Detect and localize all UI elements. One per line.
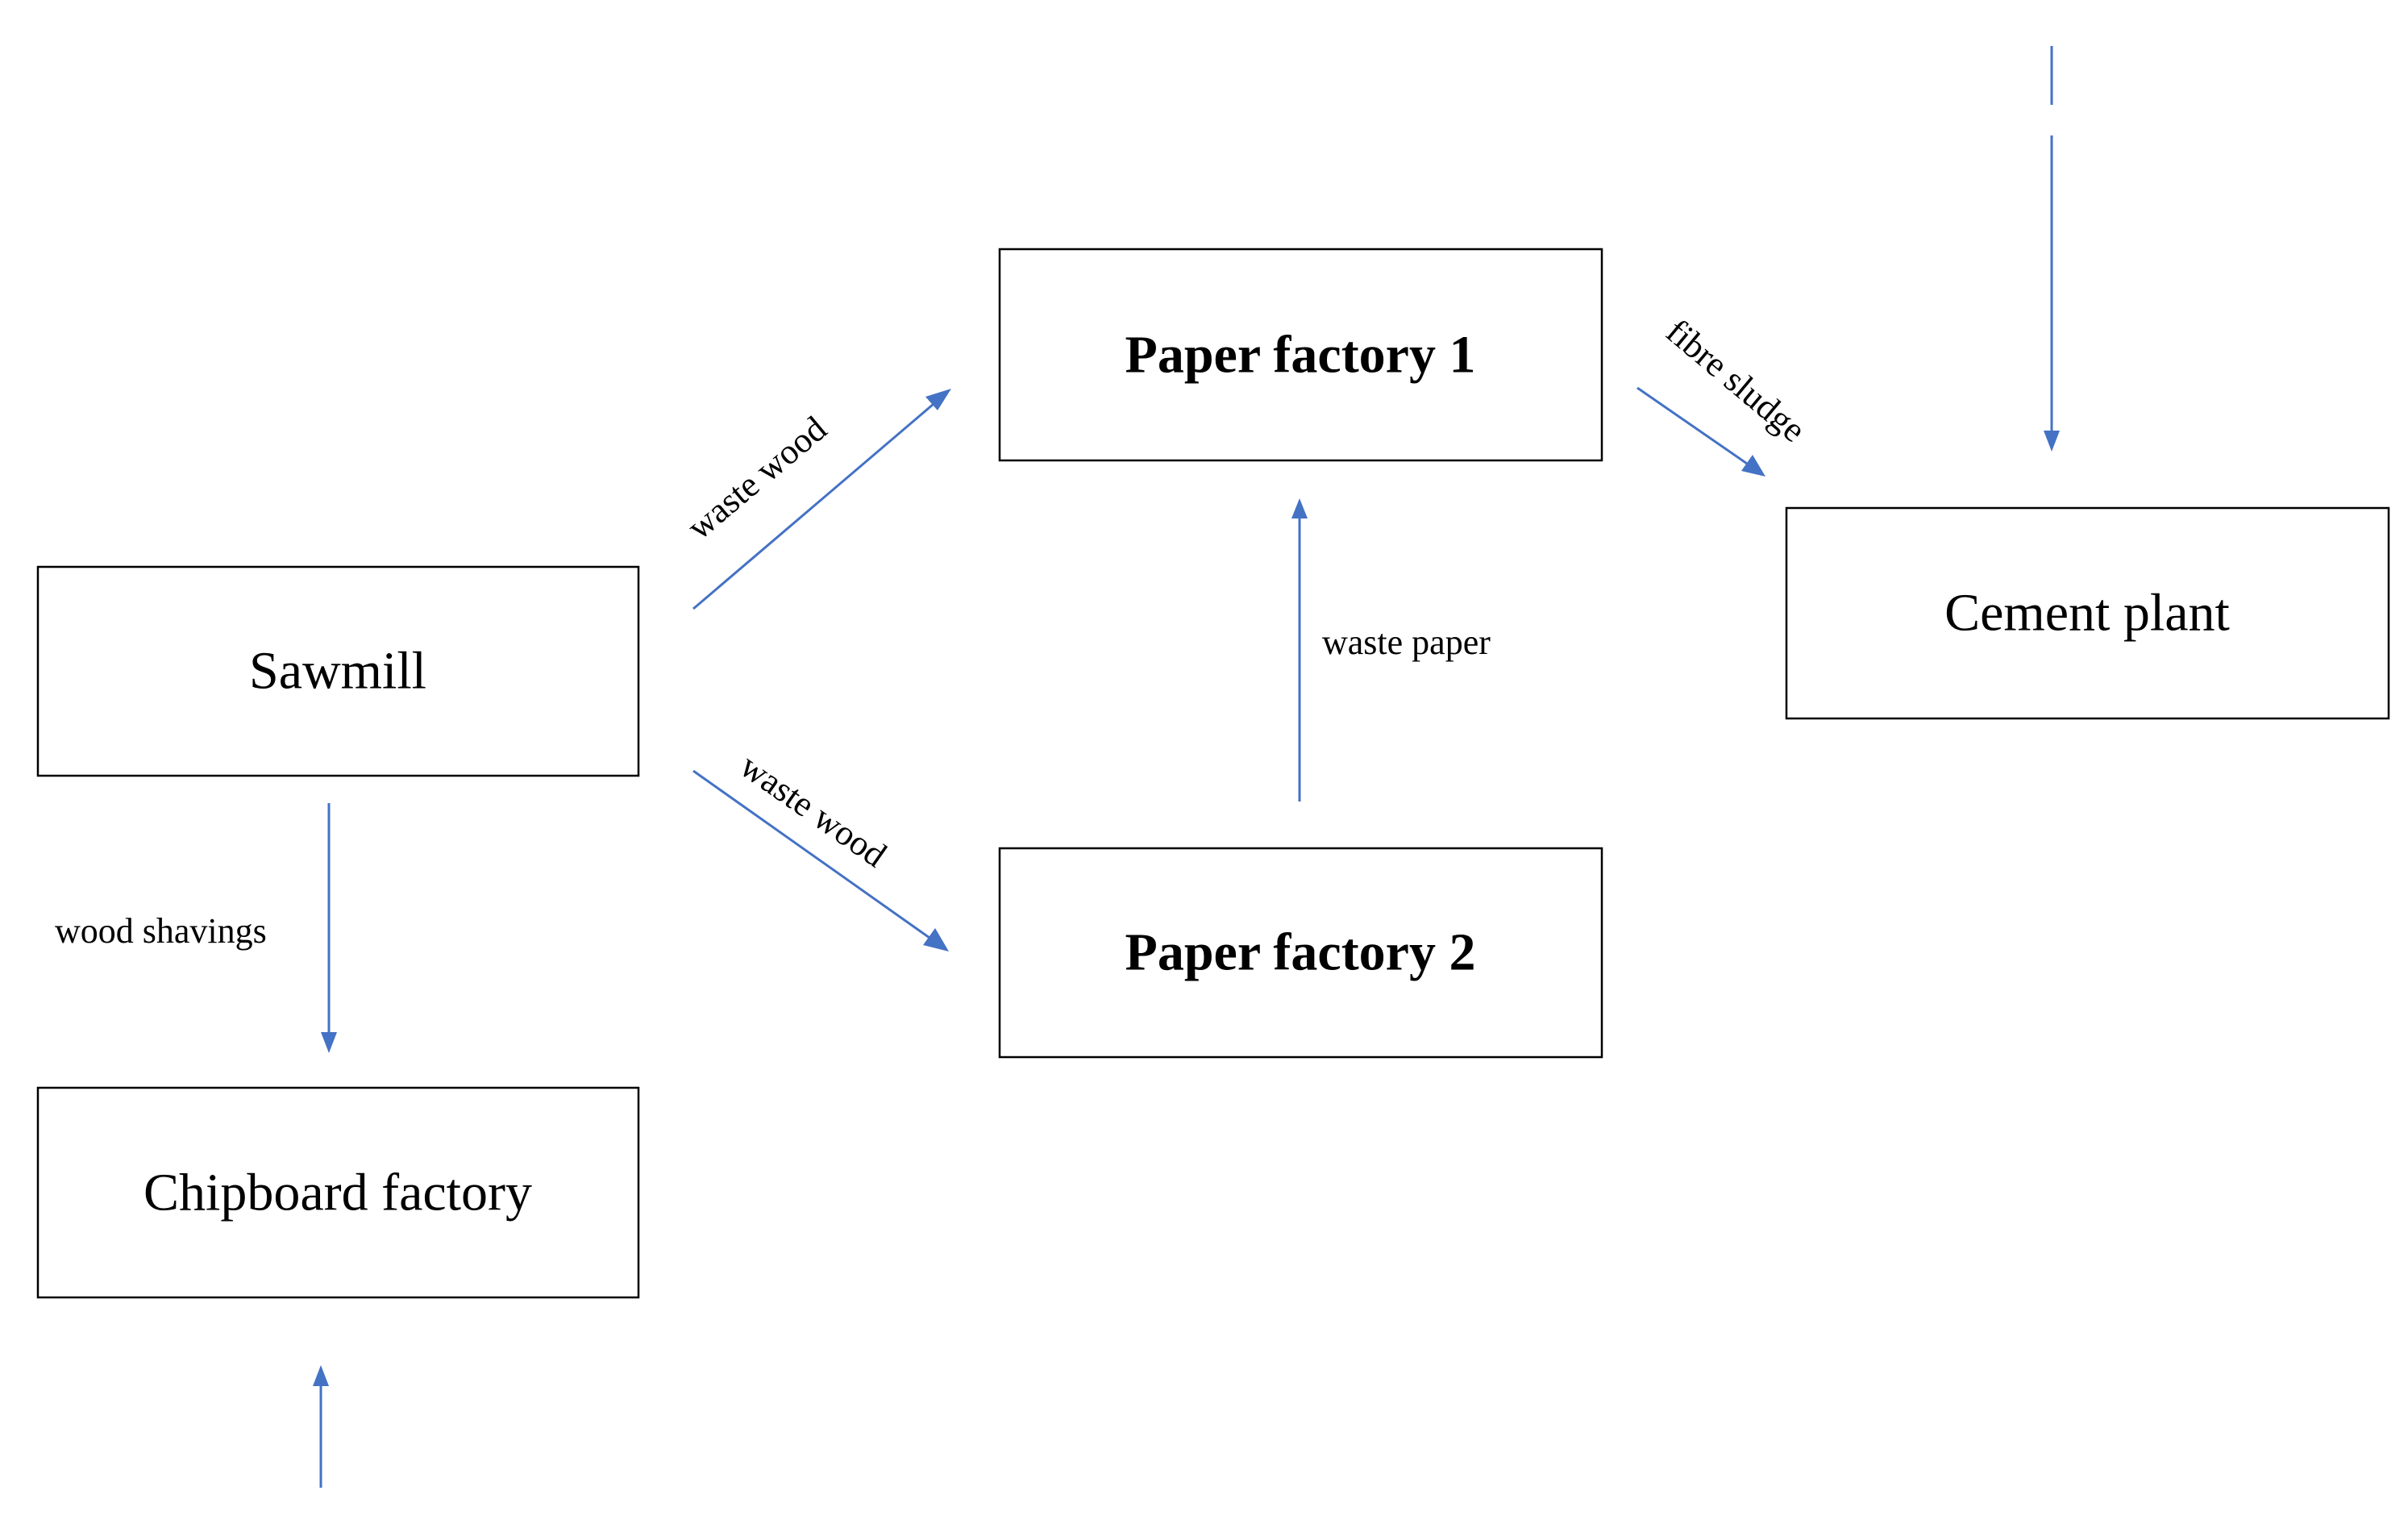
flow-label-fibre-sludge: fibre sludge: [1659, 311, 1814, 450]
node-chipboard-factory: Chipboard factory: [36, 1086, 640, 1299]
arrowhead: [313, 1365, 329, 1386]
flow-sawmill-to-chipboard: [321, 803, 337, 1053]
node-paper-factory-1: Paper factory 1: [998, 248, 1603, 462]
flow-sawmill-to-paper1: [692, 389, 951, 610]
flow-label-waste-paper: waste paper: [1322, 623, 1491, 662]
node-label: Chipboard factory: [143, 1164, 532, 1222]
flow-line: [692, 402, 934, 610]
node-paper-factory-2: Paper factory 2: [998, 847, 1603, 1059]
arrowhead: [2044, 431, 2060, 452]
node-box: [36, 1086, 640, 1299]
arrowhead: [1741, 455, 1765, 477]
flow-label-wood-shavings: wood shavings: [55, 911, 267, 951]
node-label: Paper factory 1: [1125, 326, 1476, 385]
node-box: [998, 847, 1603, 1059]
node-label: Cement plant: [1944, 584, 2230, 643]
node-sawmill: Sawmill: [36, 565, 640, 777]
node-label: Sawmill: [249, 642, 426, 701]
flow-line: [1637, 386, 1750, 467]
arrowhead: [923, 928, 949, 951]
flow-input-to-cement: [2044, 46, 2060, 452]
node-box: [36, 565, 640, 777]
node-box: [1785, 506, 2390, 720]
node-label: Paper factory 2: [1125, 923, 1476, 982]
arrowhead: [1291, 498, 1308, 518]
node-box: [998, 248, 1603, 462]
flow-label-waste-wood-upper: waste wood: [680, 409, 834, 548]
flow-input-to-chipboard: [313, 1365, 329, 1488]
flow-sawmill-to-paper2: [692, 769, 949, 951]
node-cement-plant: Cement plant: [1785, 506, 2390, 720]
flow-line: [692, 769, 930, 939]
arrowhead: [321, 1032, 337, 1053]
arrowhead: [925, 389, 951, 410]
flow-paper2-to-paper1: [1291, 498, 1308, 802]
flow-paper1-to-cement: [1637, 386, 1765, 477]
